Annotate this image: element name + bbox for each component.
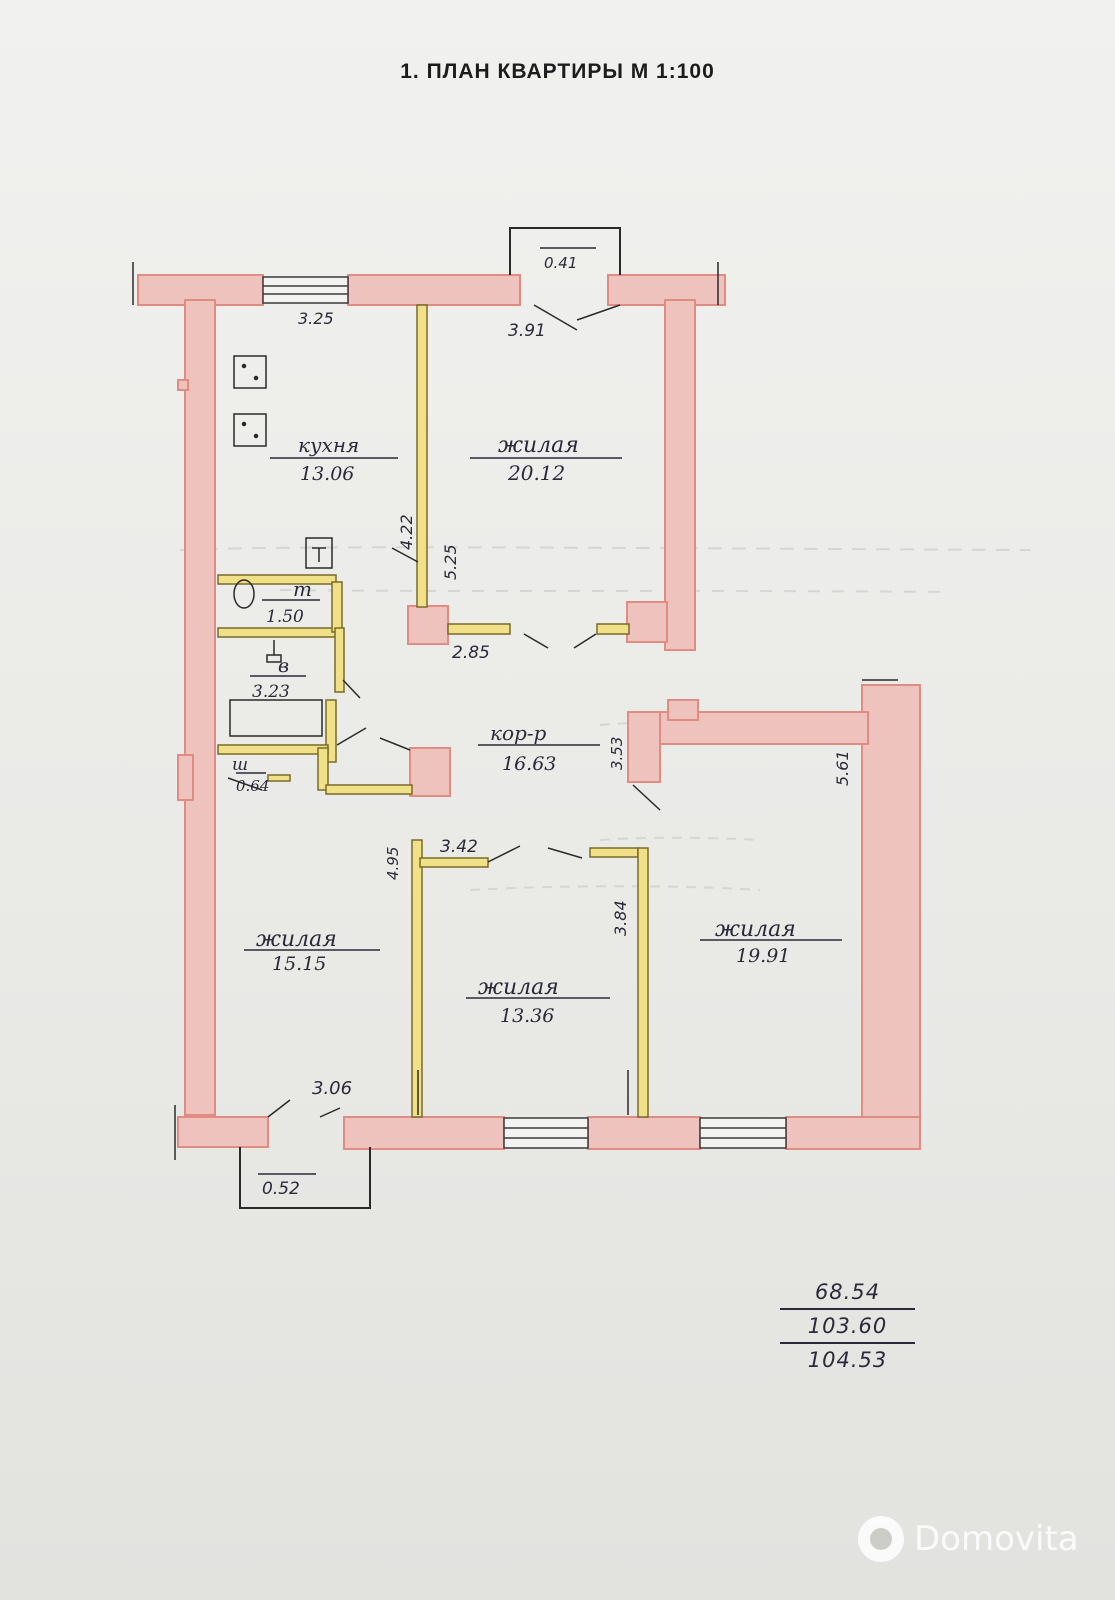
watermark-logo: Domovita	[858, 1514, 1079, 1564]
svg-text:19.91: 19.91	[736, 945, 790, 967]
interior-partitions	[217, 304, 649, 1118]
svg-text:жилая: жилая	[715, 917, 796, 942]
dimension-ticks	[132, 262, 898, 1160]
svg-text:жилая: жилая	[478, 975, 559, 1000]
svg-text:5.25: 5.25	[441, 544, 460, 580]
svg-text:3.23: 3.23	[252, 682, 290, 702]
balconies	[239, 227, 621, 1209]
room-living-s: жилая 13.36	[466, 975, 610, 1027]
svg-text:3.06: 3.06	[312, 1078, 352, 1099]
area-living: 68.54	[780, 1276, 915, 1310]
area-total: 103.60	[780, 1310, 915, 1344]
svg-text:5.61: 5.61	[833, 750, 852, 786]
bath-fixture	[229, 640, 323, 737]
svg-text:в: в	[278, 655, 289, 677]
svg-text:кор-р: кор-р	[490, 721, 547, 745]
logo-text: Domovita	[914, 1519, 1079, 1559]
svg-text:3.84: 3.84	[611, 900, 630, 936]
room-living-sw: жилая 15.15	[244, 927, 380, 975]
room-bath: в 3.23	[250, 655, 306, 702]
svg-text:13.06: 13.06	[300, 463, 354, 485]
windows	[262, 276, 787, 1149]
svg-text:4.95: 4.95	[384, 847, 402, 880]
svg-text:0.64: 0.64	[236, 777, 269, 795]
svg-text:жилая: жилая	[498, 433, 579, 458]
balcony-south-area: 0.52	[258, 1173, 316, 1199]
room-closet: ш 0.64	[232, 755, 269, 795]
svg-text:16.63: 16.63	[502, 753, 556, 775]
svg-text:15.15: 15.15	[272, 953, 326, 975]
svg-text:1.50: 1.50	[266, 607, 304, 627]
svg-text:3.53: 3.53	[608, 737, 626, 770]
svg-text:0.41: 0.41	[544, 254, 577, 272]
svg-text:3.25: 3.25	[298, 309, 334, 328]
room-corridor: кор-р 16.63	[478, 721, 600, 775]
svg-text:3.91: 3.91	[508, 321, 546, 341]
svg-text:4.22: 4.22	[397, 514, 416, 550]
room-living-ne: жилая 20.12	[470, 433, 622, 485]
svg-text:2.85: 2.85	[452, 643, 490, 663]
svg-text:20.12: 20.12	[507, 461, 565, 485]
room-kitchen: кухня 13.06	[270, 433, 398, 485]
svg-text:кухня: кухня	[298, 433, 359, 457]
area-total-with-balconies: 104.53	[807, 1348, 888, 1372]
balcony-north-area: 0.41	[540, 247, 596, 272]
toilet-fixture	[233, 537, 333, 609]
exterior-walls	[137, 274, 921, 1150]
svg-text:жилая: жилая	[256, 927, 337, 952]
logo-mark-icon	[858, 1516, 904, 1562]
room-toilet: т 1.50	[262, 577, 320, 627]
svg-text:3.42: 3.42	[440, 837, 478, 857]
svg-text:13.36: 13.36	[500, 1005, 554, 1027]
kitchen-stove	[233, 355, 267, 447]
doors	[227, 304, 661, 1118]
room-living-se: жилая 19.91	[700, 917, 842, 967]
dimension-labels: 3.25 3.91 4.22 5.25 2.85 3.53 5.61 4.95 …	[298, 309, 852, 1099]
svg-text:0.52: 0.52	[262, 1179, 300, 1199]
area-summary: 68.54 103.60 104.53	[780, 1276, 915, 1376]
svg-text:ш: ш	[232, 755, 248, 775]
svg-text:т: т	[293, 577, 312, 601]
plan-title: 1. ПЛАН КВАРТИРЫ М 1:100	[400, 60, 715, 83]
